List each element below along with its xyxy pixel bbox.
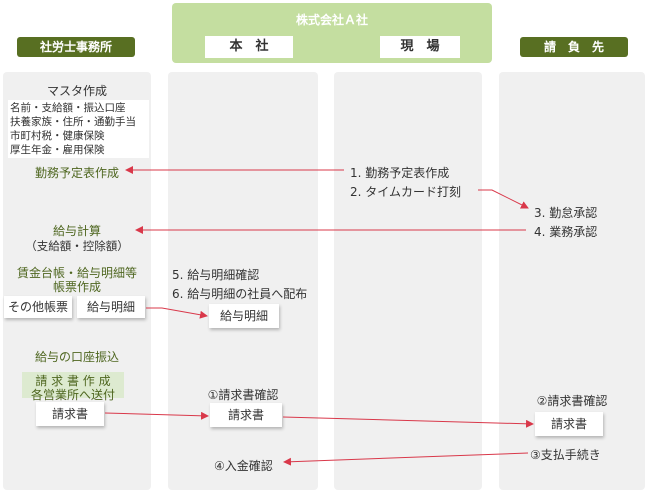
seikyu-sakusei-label: 請 求 書 作 成: [35, 374, 111, 388]
master-items: 名前・支給額・振込口座 扶養家族・住所・通勤手当 市町村税・健康保険 厚生年金・…: [8, 100, 149, 158]
master-item: 厚生年金・雇用保険: [10, 144, 105, 156]
genba-header: 現 場: [380, 36, 460, 58]
contractor-header: 請 負 先: [520, 37, 628, 57]
seikyu-kakunin-1: ①請求書確認: [207, 388, 279, 402]
master-title: マスタ作成: [46, 84, 107, 98]
master-item: 名前・支給額・振込口座: [10, 102, 126, 114]
seikyusho-document-1: 請求書: [36, 402, 104, 426]
master-item: 扶養家族・住所・通勤手当: [10, 116, 136, 128]
seikyusho-document-3: 請求書: [535, 412, 603, 436]
arrow-seikyusho-1: [104, 411, 209, 420]
arrow-meisai: [146, 307, 208, 319]
seikyu-kakunin-2: ②請求書確認: [536, 394, 608, 408]
seikyusho-document-2: 請求書: [210, 403, 282, 427]
shiharai-label: ③支払手続き: [530, 448, 601, 462]
sonota-document: その他帳票: [4, 296, 72, 318]
step6-label: 6. 給与明細の社員へ配布: [172, 287, 308, 301]
step5-label: 5. 給与明細確認: [172, 268, 260, 282]
step1-label: 1. 勤務予定表作成: [350, 166, 450, 180]
kyuyo-keisan-label: 給与計算: [52, 224, 101, 238]
step3-label: 3. 勤怠承認: [534, 206, 598, 220]
arrow-seikyusho-2: [282, 416, 534, 428]
kinmu-label: 勤務予定表作成: [34, 166, 119, 180]
step4-label: 4. 業務承認: [534, 225, 598, 239]
kyuyo-keisan-sub: （支給額・控除額）: [25, 239, 129, 253]
chinkin-sub: 帳票作成: [52, 280, 101, 294]
nyukin-kakunin: ④入金確認: [214, 459, 273, 473]
arrow-timecard: [478, 189, 529, 209]
chinkin-label: 賃金台帳・給与明細等: [16, 266, 137, 280]
step2-label: 2. タイムカード打刻: [350, 185, 462, 199]
honsha-header: 本 社: [205, 36, 293, 58]
kyuyo-meisai-document: 給与明細: [77, 296, 145, 318]
kyuyo-meisai-document-2: 給与明細: [209, 304, 279, 328]
company-title: 株式会社Ａ社: [295, 13, 368, 27]
furikomi-label: 給与の口座振込: [34, 350, 119, 364]
seikyu-sakusei-box: [22, 372, 124, 398]
master-item: 市町村税・健康保険: [10, 130, 105, 142]
seikyu-soufu-label: 各営業所へ送付: [30, 388, 115, 402]
arrow-nyukin: [283, 452, 529, 466]
sharoushi-header: 社労士事務所: [17, 37, 135, 57]
